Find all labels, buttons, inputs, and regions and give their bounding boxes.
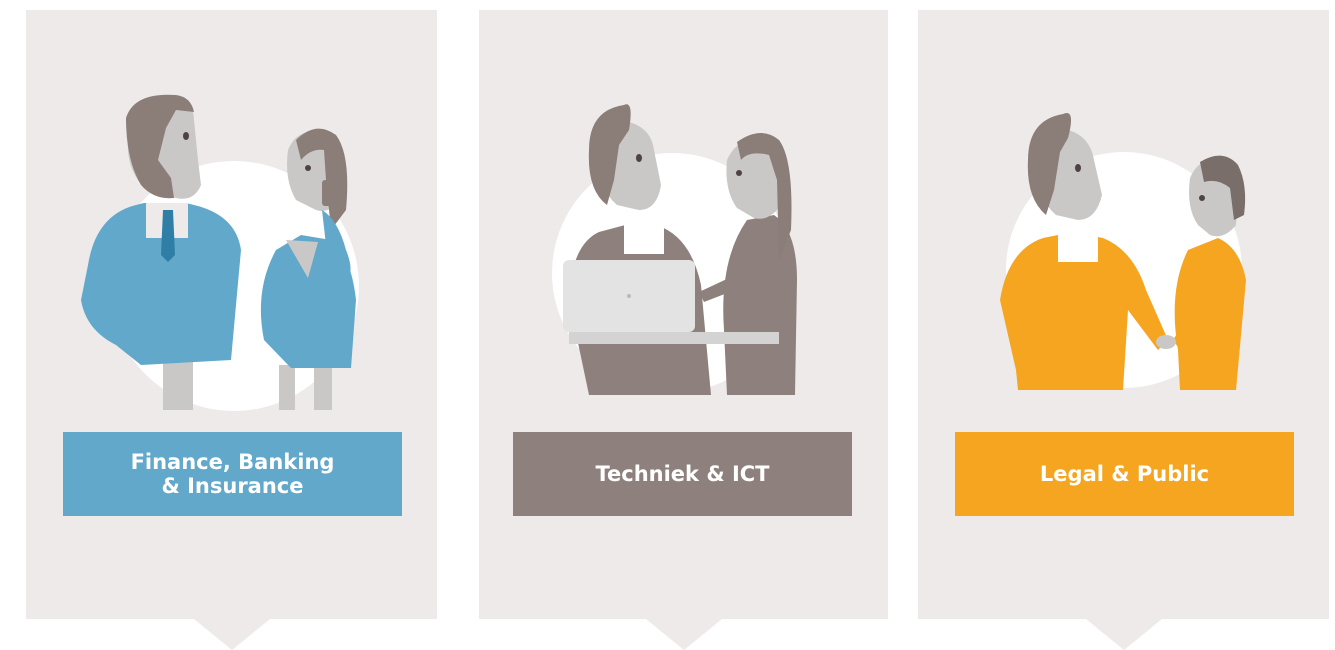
category-label-techniek-line1: Techniek & ICT bbox=[595, 462, 770, 486]
techniek-illustration-icon bbox=[552, 104, 797, 395]
category-label-legal-line1: Legal & Public bbox=[1039, 462, 1210, 486]
card-pointer-arrow-icon bbox=[193, 619, 270, 650]
legal-illustration-icon bbox=[1000, 113, 1246, 390]
category-label-legal[interactable]: Legal & Public bbox=[955, 432, 1294, 516]
card-pointer-arrow-icon bbox=[1085, 619, 1162, 650]
category-label-techniek[interactable]: Techniek & ICT bbox=[513, 432, 852, 516]
category-label-finance[interactable]: Finance, Banking & Insurance bbox=[63, 432, 402, 516]
category-card-legal[interactable]: Legal & Public bbox=[918, 10, 1329, 650]
category-label-finance-line2: & Insurance bbox=[161, 474, 304, 498]
category-label-finance-line1: Finance, Banking bbox=[130, 450, 335, 474]
category-card-techniek[interactable]: Techniek & ICT bbox=[479, 10, 888, 650]
card-pointer-arrow-icon bbox=[645, 619, 722, 650]
finance-illustration-icon bbox=[81, 94, 359, 411]
category-card-finance[interactable]: Finance, Banking & Insurance bbox=[26, 10, 437, 650]
